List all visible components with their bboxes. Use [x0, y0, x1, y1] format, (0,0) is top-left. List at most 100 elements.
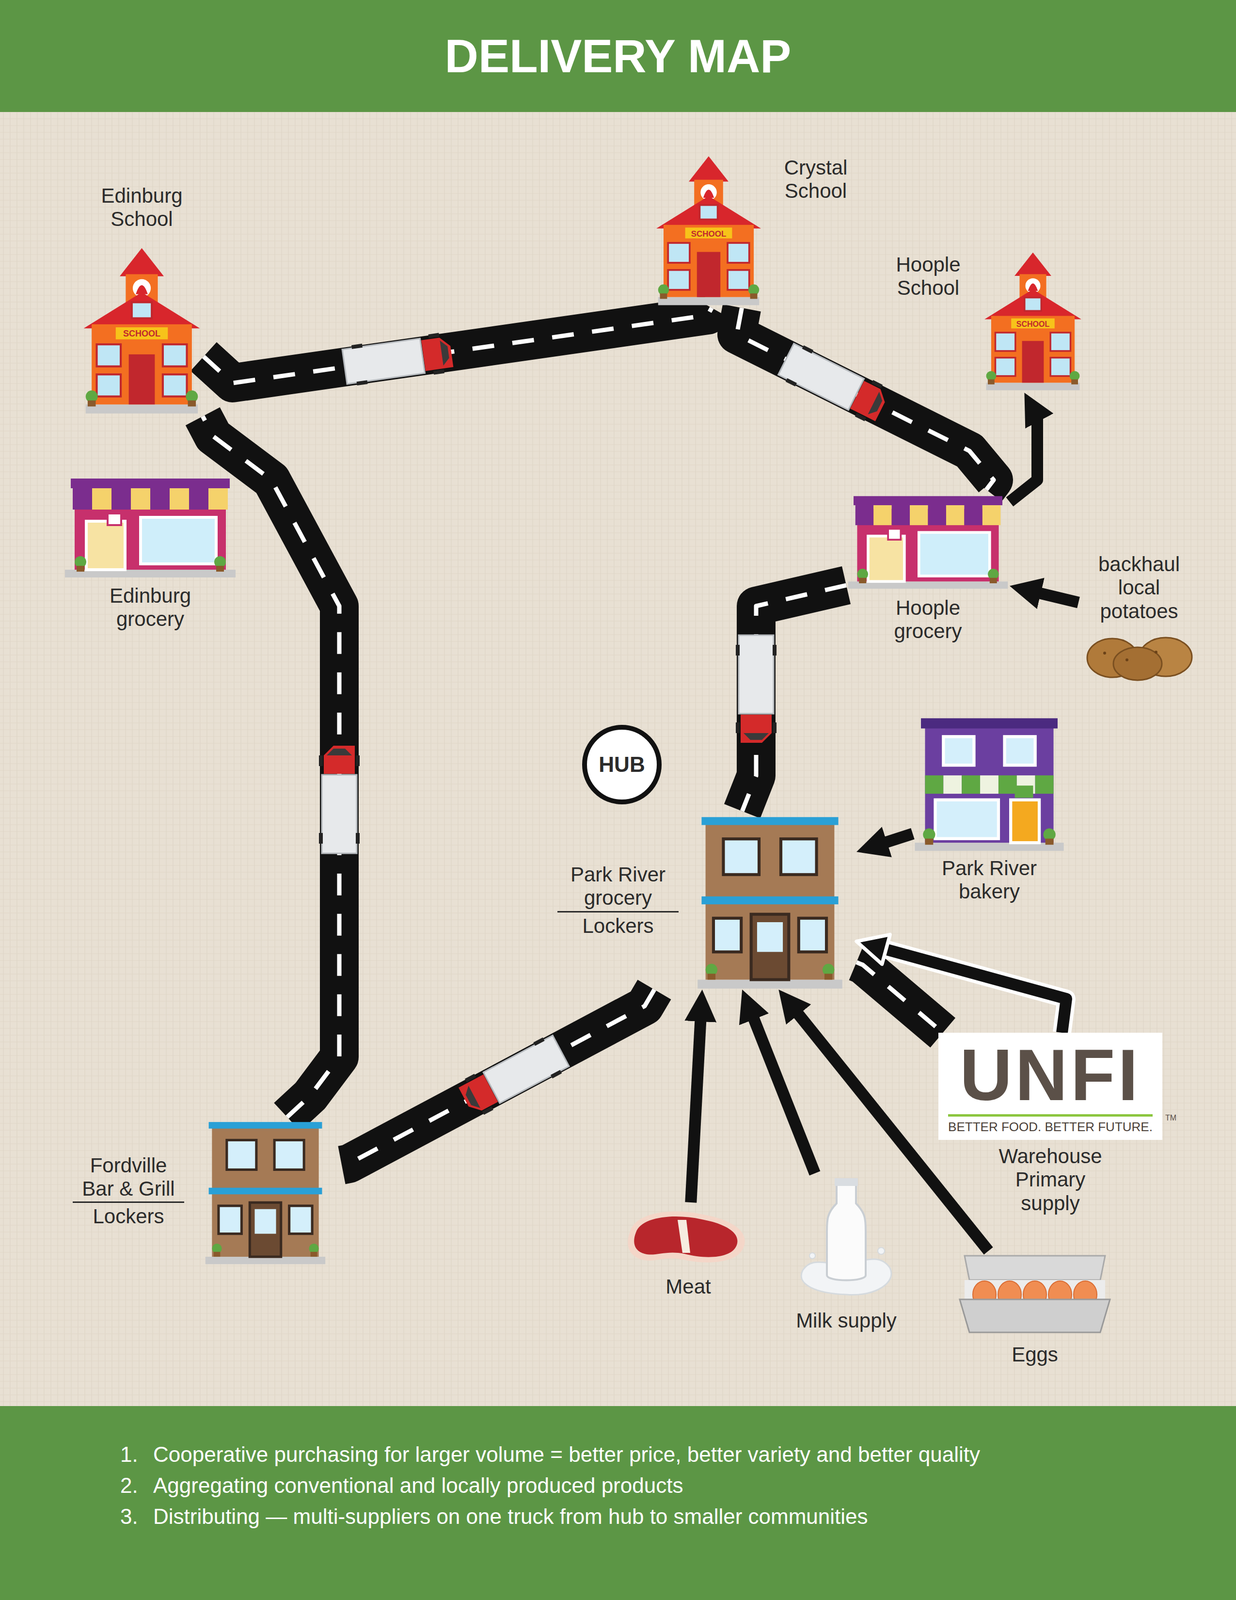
node-label: Milk supply [783, 1308, 910, 1332]
drawing-part [924, 775, 944, 794]
node-picture [954, 1250, 1115, 1338]
arrow-head-carrier [742, 989, 750, 1008]
drawing-part [1010, 799, 1040, 843]
drawing-part [856, 568, 868, 580]
drawing-part [72, 488, 93, 510]
label-block: backhaul local potatoes [1078, 552, 1200, 623]
label-block: Hoople grocery [874, 596, 982, 644]
drawing-part [998, 1280, 1022, 1308]
drawing-part [656, 195, 761, 229]
truck [735, 634, 777, 743]
drawing-part [1019, 273, 1046, 308]
header-band: DELIVERY MAP [0, 0, 1236, 112]
drawing-part [703, 189, 714, 198]
drawing-part [873, 505, 892, 525]
arrow-connector [1009, 392, 1038, 502]
label-block: Milk supply [783, 1308, 910, 1332]
arrow-head-carrier [701, 989, 703, 1009]
drawing-part [119, 247, 164, 276]
road-dashes [202, 416, 340, 1117]
drawing-part [96, 374, 122, 397]
drawing-part [713, 918, 742, 952]
drawing-part [188, 400, 197, 407]
drawing-part [633, 1216, 738, 1257]
node-picture: SCHOOL [652, 145, 765, 308]
label-block: Edinburg School [88, 184, 196, 232]
node-label: Warehouse Primary supply [989, 1144, 1111, 1215]
drawing-part [757, 921, 783, 952]
drawing-part [964, 1279, 1106, 1300]
drawing-part [96, 344, 122, 366]
drawing-part [701, 896, 839, 904]
drawing-part [920, 717, 1058, 729]
bakery-node: Park River bakery [912, 713, 1066, 904]
node-picture: SCHOOL [79, 236, 204, 417]
drawing-part [705, 963, 718, 976]
drawing-part [289, 1205, 313, 1234]
drawing-part [826, 1184, 866, 1281]
drawing-part [254, 1208, 276, 1234]
drawing-part [989, 577, 998, 584]
drawing-part [1023, 1280, 1047, 1308]
road-connector [202, 416, 340, 1117]
truck [318, 745, 360, 854]
drawing-part [928, 505, 947, 525]
hub-label: HUB [598, 752, 645, 777]
node-picture: SCHOOL [979, 242, 1087, 393]
shop-building [63, 472, 238, 580]
drawing-part [834, 1177, 858, 1186]
road-ends [856, 962, 943, 1033]
map-title: DELIVERY MAP [0, 0, 1236, 112]
drawing-part [214, 555, 226, 568]
drawing-part [85, 390, 98, 403]
potato-pile [1083, 627, 1195, 682]
drawing-part [824, 973, 833, 980]
drawing-part [1043, 828, 1056, 841]
drawing-part [185, 390, 198, 403]
arrow-group [690, 392, 1079, 1251]
drawing-part [877, 1247, 885, 1254]
drawing-part [92, 488, 112, 510]
arrow-shaft [790, 1004, 989, 1251]
arrow-connector [1009, 586, 1079, 603]
truck [456, 1032, 571, 1119]
node-label: Eggs [954, 1342, 1115, 1366]
drawing-part [750, 293, 758, 299]
drawing-part [1103, 651, 1107, 655]
school-node: Hoople SchoolSCHOOL [882, 242, 1087, 393]
school-sign: SCHOOL [686, 228, 732, 239]
node-label: Meat [620, 1274, 757, 1299]
drawing-part [213, 1251, 221, 1257]
drawing-part [868, 536, 905, 582]
drawing-part [1113, 647, 1162, 681]
drawing-part [998, 775, 1017, 794]
arrow-head-carrier [1024, 392, 1031, 405]
school-sign: SCHOOL [1011, 319, 1055, 329]
list-text: Cooperative purchasing for larger volume… [153, 1441, 981, 1468]
road-ends [736, 307, 994, 490]
drawing-part [132, 278, 151, 297]
drawing-part [150, 488, 170, 510]
drawing-part [1022, 340, 1045, 383]
node-picture [846, 489, 1010, 592]
arrow-connector [856, 941, 1067, 1033]
label-block: Fordville Bar & GrillLockers [72, 1153, 185, 1229]
drawing-part [856, 508, 999, 582]
drawing-part [853, 495, 1003, 506]
drawing-part [935, 799, 999, 839]
drawing-part [964, 505, 983, 525]
drawing-part [627, 1210, 745, 1262]
arrow-outline [875, 946, 1067, 1033]
drawing-part [131, 301, 152, 318]
drawing-part [707, 973, 716, 980]
drawing-part [697, 252, 721, 298]
drawing-part [982, 505, 1001, 525]
drawing-part [169, 488, 190, 510]
node-label: Crystal School [769, 156, 862, 204]
arrow-shaft [1028, 590, 1079, 603]
drawing-part [809, 1252, 816, 1259]
drawing-part [85, 404, 198, 414]
footer-band: 1.Cooperative purchasing for larger volu… [0, 1405, 1236, 1600]
drawing-part [987, 379, 995, 384]
road-connector [856, 962, 943, 1033]
